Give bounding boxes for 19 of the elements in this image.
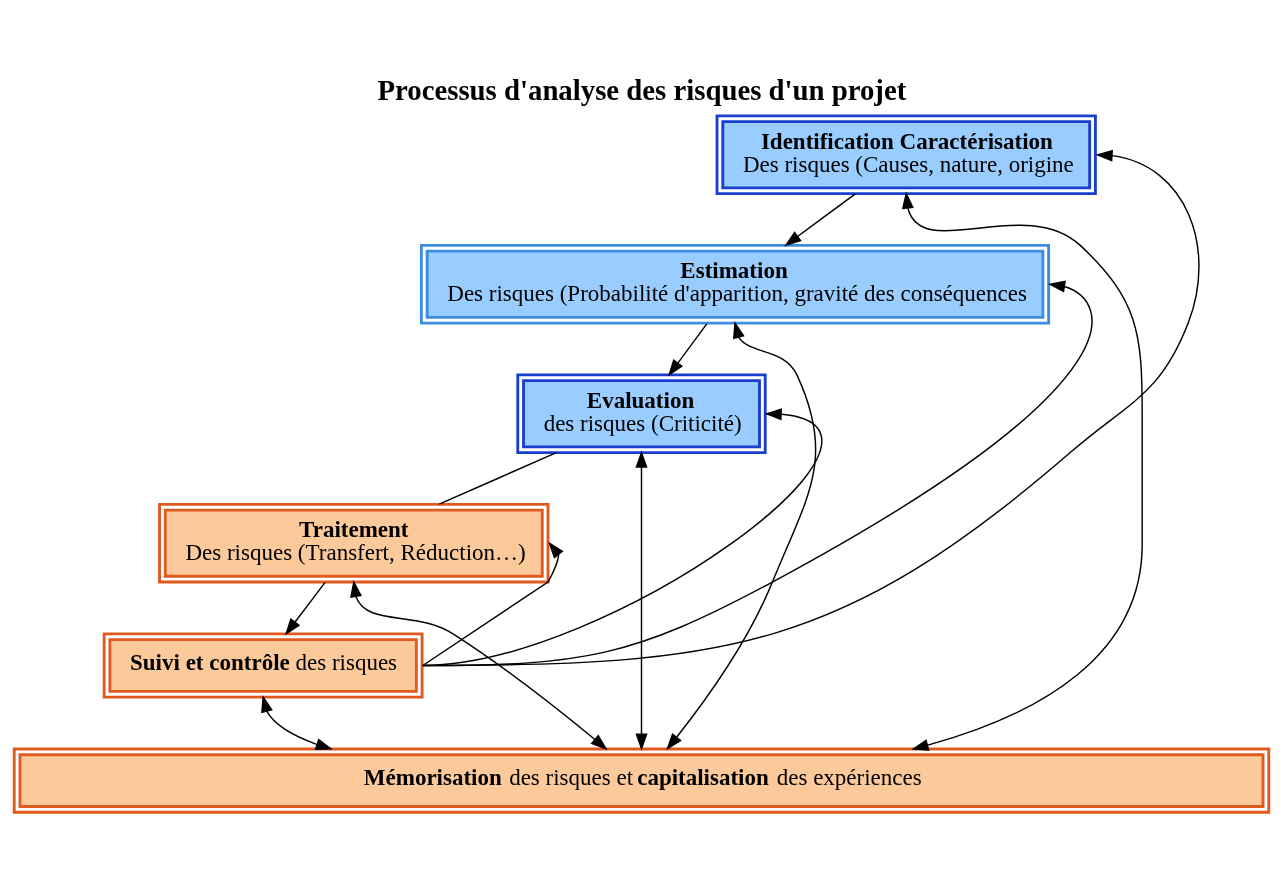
node-box: Traitement Des risques (Transfert, Réduction…) <box>158 502 550 583</box>
arrow <box>350 579 608 750</box>
node-box: Evaluation des risques (Criticité) <box>516 372 767 454</box>
arrow <box>784 192 857 246</box>
node-box: Suivi et contrôle des risques <box>102 631 424 699</box>
arrow <box>261 694 333 750</box>
connector <box>438 451 558 505</box>
arrow <box>422 280 1093 666</box>
arrow <box>667 322 708 377</box>
arrow <box>422 541 564 666</box>
arrow <box>901 190 1143 751</box>
node-box: Mémorisation des risques et capitalisation des expériences <box>12 747 1271 814</box>
diagram-title: Processus d'analyse des risques d'un projet <box>377 73 907 106</box>
arrow <box>666 320 817 750</box>
arrow <box>422 407 823 666</box>
arrow <box>284 581 326 635</box>
node-box: Estimation Des risques (Probabilité d'apparition, gravité des conséquences <box>419 243 1051 325</box>
node-box: Identification Caractérisation Des risques (Causes, nature, origine <box>715 114 1097 195</box>
arrow <box>635 449 648 751</box>
